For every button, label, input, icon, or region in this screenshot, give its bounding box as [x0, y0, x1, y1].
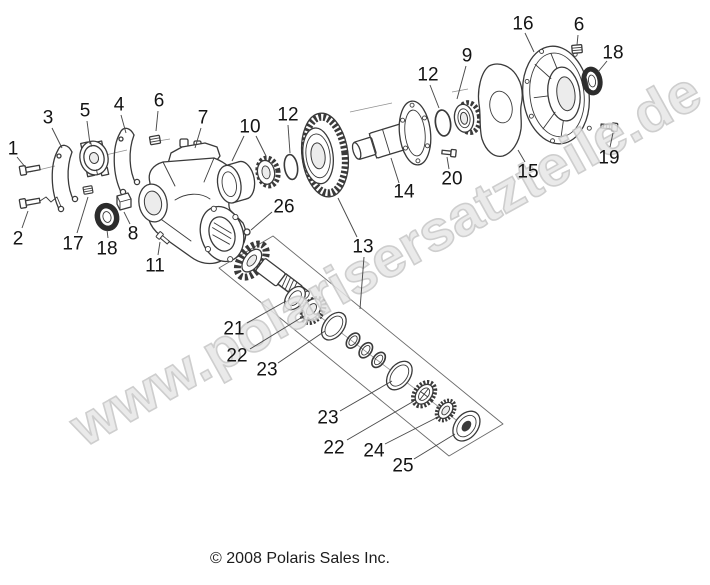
- leader-line: [16, 156, 27, 169]
- callout-label-11: 11: [145, 256, 165, 277]
- callout-label-23: 23: [317, 408, 338, 429]
- leader-line: [194, 127, 202, 149]
- leader-line: [155, 110, 159, 132]
- leader-line: [339, 380, 393, 412]
- coupling-art: [79, 140, 110, 178]
- nut-art: [571, 44, 583, 54]
- callout-label-8: 8: [128, 224, 139, 245]
- leader-line: [86, 120, 91, 145]
- leader-line: [250, 211, 273, 231]
- seal-art: [94, 202, 120, 232]
- retainer-wire-art: [39, 196, 63, 210]
- output-shaft-art: [351, 100, 432, 166]
- callout-label-18: 18: [602, 43, 623, 64]
- callout-label-7: 7: [198, 108, 209, 129]
- callout-label-21: 21: [223, 319, 244, 340]
- callout-label-25: 25: [392, 456, 413, 477]
- plug-art: [116, 192, 132, 211]
- leader-line: [106, 229, 109, 239]
- o-ring-art: [283, 153, 299, 181]
- callout-label-22: 22: [226, 346, 247, 367]
- bracket-art: [113, 127, 141, 196]
- vent-plug-art: [243, 228, 251, 236]
- callout-label-15: 15: [517, 162, 538, 183]
- callout-label-22: 22: [323, 438, 344, 459]
- callout-label-26: 26: [273, 197, 294, 218]
- callout-label-14: 14: [393, 182, 415, 203]
- o-ring-art: [434, 109, 452, 137]
- callout-label-19: 19: [598, 148, 619, 169]
- callout-label-17: 17: [62, 234, 83, 255]
- callout-label-2: 2: [13, 229, 24, 250]
- tapered-bearing-art: [255, 155, 281, 189]
- leader-line: [287, 124, 291, 154]
- callout-label-6: 6: [154, 91, 165, 112]
- callout-label-12: 12: [417, 65, 438, 86]
- leader-line: [359, 256, 365, 310]
- bearing-race-art: [216, 160, 256, 204]
- bracket-art: [51, 144, 79, 213]
- pinion-shaft-kit-art: [233, 240, 481, 442]
- exploded-view-artwork: [18, 44, 619, 442]
- bolt-art: [18, 164, 41, 176]
- bolt-art: [441, 148, 457, 158]
- leader-line: [123, 211, 131, 225]
- cover-art: [522, 45, 592, 145]
- callout-label-18: 18: [96, 239, 117, 260]
- leader-line: [456, 65, 467, 100]
- leader-line: [255, 135, 267, 157]
- leader-line: [524, 32, 535, 53]
- callout-label-23: 23: [256, 360, 277, 381]
- seal-art: [581, 66, 603, 96]
- leader-line: [390, 157, 400, 184]
- callout-label-1: 1: [8, 139, 19, 160]
- leader-line: [249, 315, 305, 350]
- callout-label-16: 16: [512, 14, 533, 35]
- leader-line: [597, 60, 608, 73]
- callout-label-5: 5: [80, 101, 91, 122]
- leader-line: [337, 197, 358, 238]
- callout-label-9: 9: [462, 46, 473, 67]
- leader-line: [413, 433, 456, 460]
- bolt-art: [18, 197, 41, 209]
- nut-art: [148, 134, 162, 146]
- ring-gear-art: [300, 112, 350, 198]
- leader-line: [231, 135, 245, 162]
- leader-line: [517, 149, 526, 163]
- leader-line: [346, 400, 415, 441]
- tapered-bearing-art: [453, 100, 483, 136]
- copyright-text: © 2008 Polaris Sales Inc.: [210, 550, 390, 567]
- leader-line: [120, 114, 127, 134]
- bolt-art: [155, 231, 170, 245]
- leader-line: [609, 132, 614, 148]
- nut-art: [82, 185, 94, 195]
- leader-line: [277, 330, 326, 364]
- callout-label-13: 13: [352, 237, 373, 258]
- leader-line: [576, 34, 579, 46]
- leader-line: [51, 127, 63, 149]
- callout-label-24: 24: [363, 441, 385, 462]
- leader-line: [429, 84, 440, 109]
- leader-line: [157, 241, 161, 256]
- gasket-art: [477, 63, 523, 157]
- leader-line: [246, 300, 287, 324]
- callout-label-12: 12: [277, 105, 298, 126]
- leader-line: [76, 196, 89, 234]
- leader-line: [384, 417, 437, 445]
- callout-label-3: 3: [43, 108, 54, 129]
- callout-label-4: 4: [114, 95, 125, 116]
- callout-label-20: 20: [441, 169, 462, 190]
- leader-line: [21, 210, 29, 229]
- leader-line: [446, 156, 450, 170]
- callout-label-6: 6: [574, 15, 585, 36]
- bolt-art: [600, 122, 619, 132]
- callout-label-10: 10: [239, 117, 260, 138]
